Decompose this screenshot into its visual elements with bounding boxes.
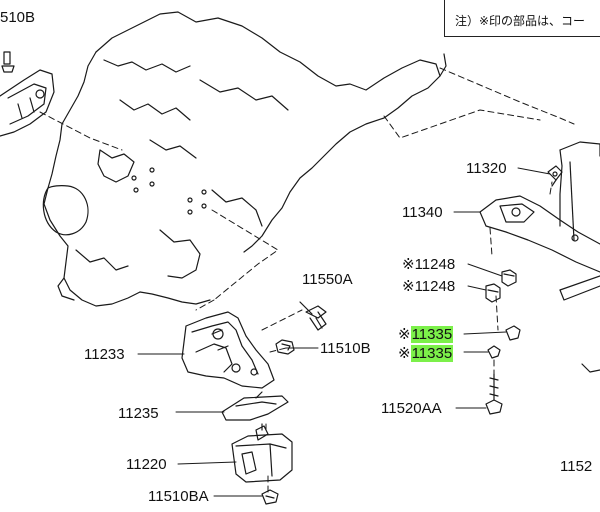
asterisk-mark: ※ — [402, 256, 415, 273]
part-number-highlighted: 11335 — [410, 345, 454, 362]
asterisk-mark: ※ — [398, 345, 411, 362]
note-text: 注）※印の部品は、コー — [455, 14, 586, 28]
part-number-highlighted: 11335 — [410, 326, 454, 343]
label-11248-upper: ※11248 — [402, 257, 455, 272]
label-11340: 11340 — [402, 204, 443, 221]
label-11320: 11320 — [466, 160, 507, 177]
asterisk-mark: ※ — [398, 326, 411, 343]
label-11335-upper: ※11335 — [398, 326, 454, 343]
asterisk-mark: ※ — [402, 278, 415, 295]
mount-11220 — [231, 423, 293, 483]
label-11510ba: 11510BA — [148, 488, 209, 505]
label-11520aa: 11520AA — [381, 400, 442, 417]
bracket-11233 — [181, 311, 275, 389]
label-11220: 11220 — [126, 456, 167, 473]
plate-11235 — [221, 391, 289, 421]
note-box: 注）※印の部品は、コー — [444, 0, 600, 37]
label-510b: 510B — [0, 9, 36, 26]
label-11550a: 11550A — [302, 271, 353, 288]
right-small-parts — [485, 269, 521, 415]
bolt-11550a — [299, 301, 327, 331]
label-11233: 11233 — [84, 346, 125, 363]
leader-lines — [137, 167, 551, 497]
part-number: 11248 — [414, 278, 456, 295]
label-11235: 11235 — [118, 405, 159, 422]
crossmember-11340 — [479, 141, 600, 373]
part-number: 11248 — [414, 256, 456, 273]
dashed-guides — [39, 67, 575, 493]
nut-11510b — [275, 339, 295, 355]
label-1152: 1152 — [560, 458, 593, 475]
label-11335-lower: ※11335 — [398, 345, 454, 362]
engine-outline — [42, 11, 447, 307]
nut-11510ba — [261, 489, 279, 505]
label-11248-lower: ※11248 — [402, 279, 455, 294]
label-11510b: 11510B — [320, 340, 371, 357]
top-left-bracket — [0, 51, 55, 137]
